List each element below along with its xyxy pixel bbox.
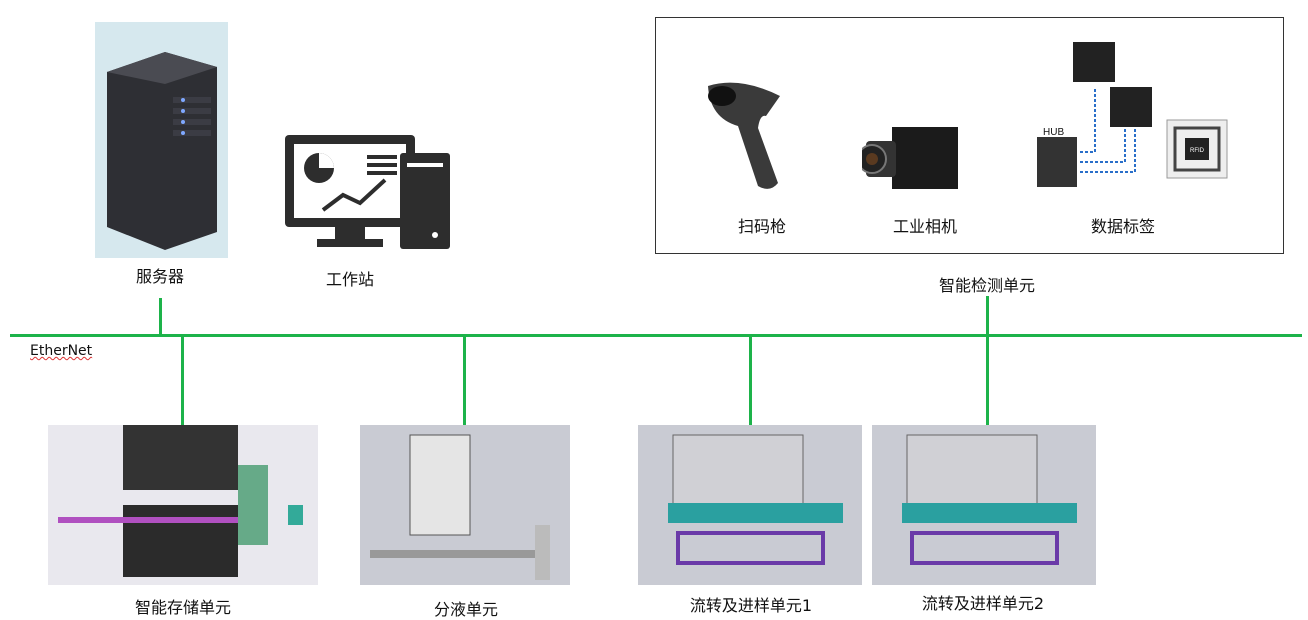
camera-label: 工业相机 — [892, 217, 958, 236]
server-icon — [107, 52, 217, 250]
scanner-label: 扫码枪 — [737, 217, 787, 236]
storage-unit-image — [48, 425, 318, 585]
industrial-camera-icon — [862, 127, 958, 189]
transfer2-link — [986, 335, 989, 425]
workstation-label: 工作站 — [325, 270, 375, 289]
workstation-icon — [285, 135, 450, 249]
server-image — [95, 22, 228, 258]
rfid-label: RFID — [1190, 148, 1205, 154]
storage-unit-label: 智能存储单元 — [134, 598, 232, 617]
transfer-unit-2-image — [872, 425, 1096, 585]
barcode-scanner-icon — [708, 82, 780, 189]
ethernet-bus — [10, 334, 1302, 337]
server-label: 服务器 — [135, 267, 185, 286]
transfer-unit-1-label: 流转及进样单元1 — [689, 596, 813, 615]
transfer-unit-1-image — [638, 425, 862, 585]
server-link — [159, 298, 162, 335]
transfer1-link — [749, 335, 752, 425]
hub-label: HUB — [1043, 127, 1064, 138]
inspection-unit-label: 智能检测单元 — [938, 276, 1036, 295]
inspection-link — [986, 296, 989, 335]
ethernet-label: EtherNet — [30, 343, 93, 359]
transfer-unit-2-label: 流转及进样单元2 — [921, 594, 1045, 613]
data-tag-label: 数据标签 — [1090, 217, 1156, 236]
dispensing-unit-label: 分液单元 — [433, 600, 499, 619]
rfid-system-icon: HUB RFID — [1037, 42, 1228, 187]
dispensing-unit-image — [360, 425, 570, 585]
storage-link — [181, 335, 184, 425]
dispensing-link — [463, 335, 466, 425]
inspection-unit-box — [655, 17, 1284, 254]
